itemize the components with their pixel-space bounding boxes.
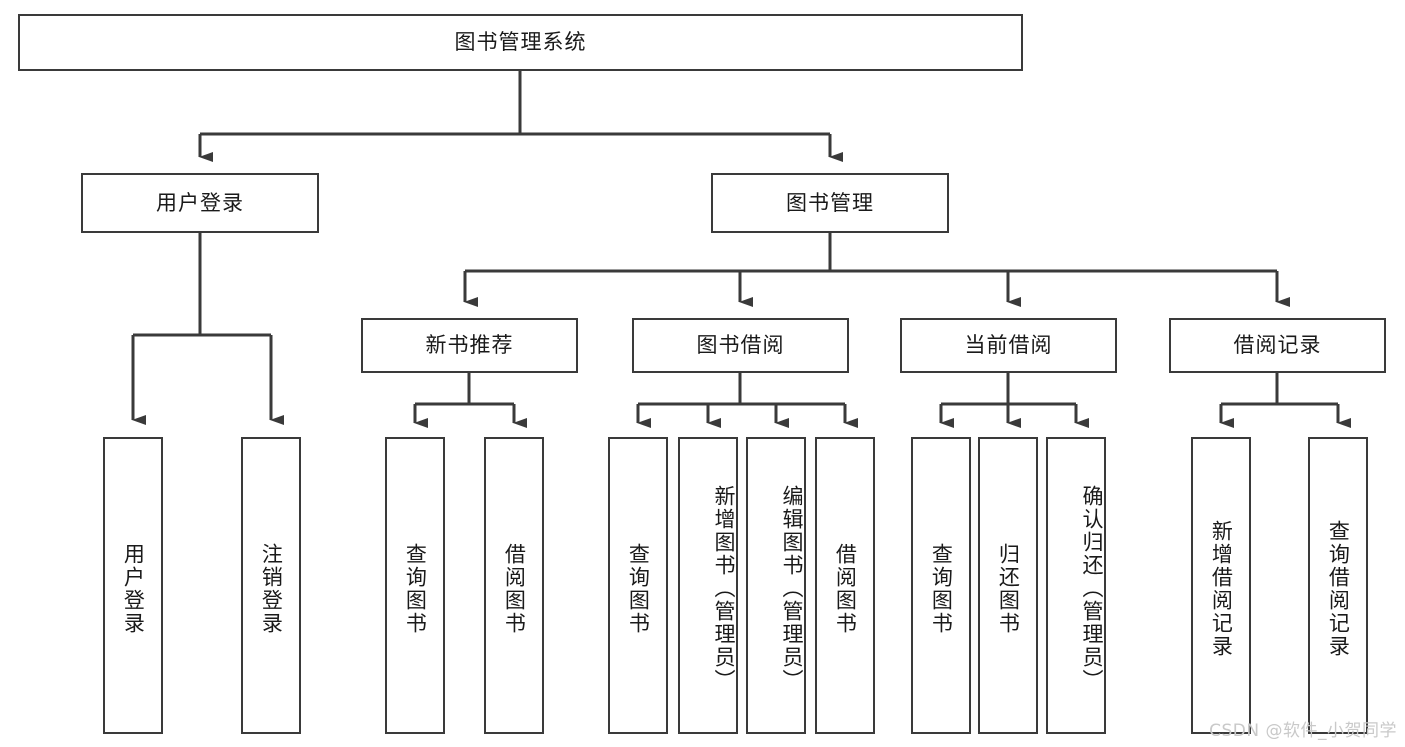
node-borrow-records[interactable]: 借阅记录: [1169, 318, 1386, 373]
leaf-current-confirm-return[interactable]: 确认归还（管理员）: [1046, 437, 1106, 734]
leaf-new-book-borrow-label: 借阅图书: [502, 542, 527, 635]
leaf-current-return-book-label: 归还图书: [996, 542, 1021, 635]
leaf-borrow-edit-book-label: 编辑图书（管理员）: [780, 485, 804, 692]
leaf-new-book-query[interactable]: 查询图书: [385, 437, 445, 734]
node-user-login-label: 用户登录: [156, 190, 244, 215]
leaf-current-confirm-return-label: 确认归还（管理员）: [1080, 485, 1104, 692]
leaf-current-return-book[interactable]: 归还图书: [978, 437, 1038, 734]
leaf-user-login-signout[interactable]: 注销登录: [241, 437, 301, 734]
node-root-label: 图书管理系统: [454, 30, 587, 55]
leaf-records-query-label: 查询借阅记录: [1326, 519, 1351, 658]
node-current-borrow[interactable]: 当前借阅: [900, 318, 1117, 373]
node-new-book-recommend[interactable]: 新书推荐: [361, 318, 578, 373]
leaf-user-login-signin[interactable]: 用户登录: [103, 437, 163, 734]
leaf-new-book-borrow[interactable]: 借阅图书: [484, 437, 544, 734]
leaf-records-add-label: 新增借阅记录: [1209, 519, 1234, 658]
leaf-borrow-query-book-label: 查询图书: [626, 542, 651, 635]
leaf-records-query[interactable]: 查询借阅记录: [1308, 437, 1368, 734]
leaf-borrow-borrow-book[interactable]: 借阅图书: [815, 437, 875, 734]
node-book-management[interactable]: 图书管理: [711, 173, 949, 233]
node-book-management-label: 图书管理: [786, 190, 874, 215]
node-current-borrow-label: 当前借阅: [964, 333, 1053, 358]
leaf-user-login-signout-label: 注销登录: [259, 542, 284, 635]
leaf-current-query-book[interactable]: 查询图书: [911, 437, 971, 734]
node-user-login[interactable]: 用户登录: [81, 173, 319, 233]
leaf-borrow-query-book[interactable]: 查询图书: [608, 437, 668, 734]
leaf-borrow-borrow-book-label: 借阅图书: [833, 542, 858, 635]
leaf-borrow-add-book[interactable]: 新增图书（管理员）: [678, 437, 738, 734]
leaf-records-add[interactable]: 新增借阅记录: [1191, 437, 1251, 734]
leaf-borrow-add-book-label: 新增图书（管理员）: [712, 485, 736, 692]
node-book-borrow[interactable]: 图书借阅: [632, 318, 849, 373]
node-new-book-recommend-label: 新书推荐: [425, 333, 514, 358]
node-book-borrow-label: 图书借阅: [696, 333, 785, 358]
leaf-user-login-signin-label: 用户登录: [121, 542, 146, 635]
leaf-new-book-query-label: 查询图书: [403, 542, 428, 635]
node-borrow-records-label: 借阅记录: [1233, 333, 1322, 358]
node-root[interactable]: 图书管理系统: [18, 14, 1023, 71]
watermark: CSDN @软件_小贺同学: [1209, 721, 1397, 741]
leaf-current-query-book-label: 查询图书: [929, 542, 954, 635]
leaf-borrow-edit-book[interactable]: 编辑图书（管理员）: [746, 437, 806, 734]
